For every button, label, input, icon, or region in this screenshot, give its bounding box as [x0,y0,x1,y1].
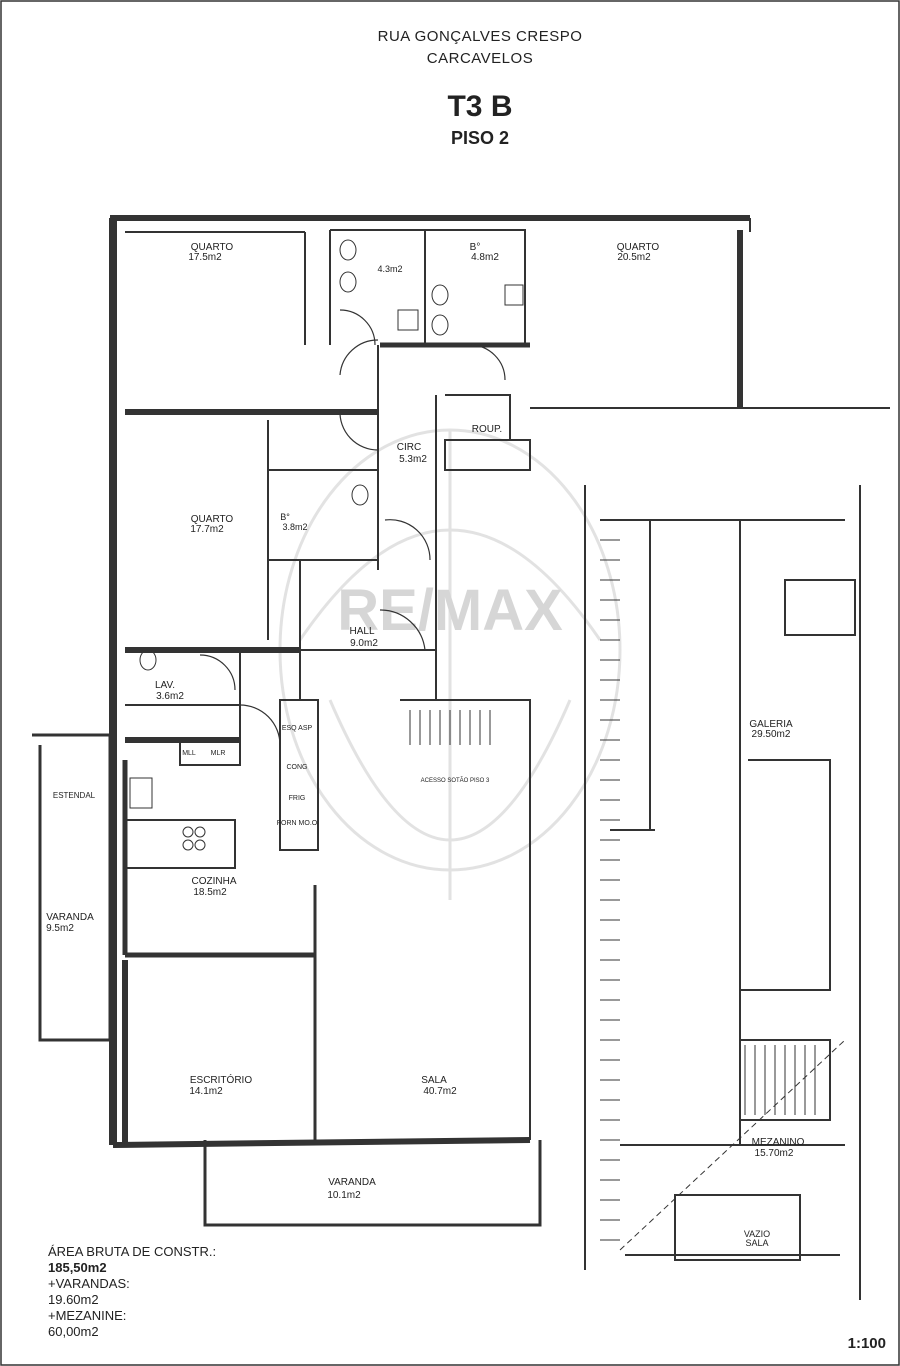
bathroom-fixtures [129,239,524,851]
appliance-frig: FRIG [289,795,306,802]
room-escritorio-name: ESCRITÓRIO [190,1073,252,1086]
appliance-mlr: MLR [211,750,226,757]
room-sala-name: SALA [421,1075,447,1086]
remax-watermark: RE/MAX [278,428,622,900]
room-varanda-2-area: 10.1m2 [327,1190,361,1201]
room-varanda-1-name: VARANDA [46,912,94,923]
room-quarto-1-area: 17.5m2 [188,252,222,263]
room-circ-area: 5.3m2 [399,454,427,465]
room-cozinha-name: COZINHA [192,876,237,887]
room-mezanino-area: 15.70m2 [755,1148,794,1159]
mezanine-value: 60,00m2 [48,1324,99,1339]
room-wc-3-name: B° [280,512,290,522]
gross-area-value: 185,50m2 [48,1260,107,1275]
stair-note: ACESSO SOTÃO PISO 3 [421,777,490,784]
apartment-type: T3 B [447,90,513,123]
stair-treads [409,539,816,1241]
mezanine-label: +MEZANINE: [48,1308,127,1323]
varandas-value: 19.60m2 [48,1292,99,1307]
room-vazio-sub: SALA [745,1238,768,1248]
room-galeria-area: 29.50m2 [752,729,791,740]
room-galeria-name: GALERIA [749,719,793,730]
room-varanda-2-name: VARANDA [328,1177,376,1188]
room-quarto-3-name: QUARTO [191,514,234,525]
room-hall-area: 9.0m2 [350,638,378,649]
void-line [619,1039,846,1251]
street-name: RUA GONÇALVES CRESPO [377,28,583,45]
room-estendal-name: ESTENDAL [53,791,96,800]
room-quarto-2-area: 20.5m2 [617,252,651,263]
appliance-mll: MLL [182,750,196,757]
room-wc-3-area: 3.8m2 [282,522,307,532]
room-lav-name: LAV. [155,680,175,691]
room-varanda-1-area: 9.5m2 [46,923,74,934]
room-lav-area: 3.6m2 [156,691,184,702]
appliance-forn: FORN MO.O [277,820,318,827]
appliance-esq-asp: ESQ ASP [282,725,313,732]
scale-label: 1:100 [847,1335,886,1352]
appliance-cong: CONG [287,764,308,771]
varandas-label: +VARANDAS: [48,1276,130,1291]
room-quarto-2-name: QUARTO [617,242,660,253]
room-wc-2-area: 4.8m2 [471,252,499,263]
room-roup-name: ROUP. [472,424,502,435]
room-cozinha-area: 18.5m2 [193,887,227,898]
room-quarto-3-area: 17.7m2 [190,524,224,535]
gross-area-label: ÁREA BRUTA DE CONSTR.: [48,1244,217,1259]
room-quarto-1-name: QUARTO [191,242,234,253]
area-summary: ÁREA BRUTA DE CONSTR.: 185,50m2 +VARANDA… [48,1244,216,1340]
room-mezanino-name: MEZANINO [752,1137,805,1148]
room-wc-1-area: 4.3m2 [377,264,402,274]
room-circ-name: CIRC [397,442,421,453]
floor-label: PISO 2 [450,128,510,148]
door-swings [199,309,506,746]
room-escritorio-area: 14.1m2 [189,1086,223,1097]
room-sala-area: 40.7m2 [423,1086,457,1097]
room-vazio-name: VAZIO [744,1229,770,1239]
city-name: CARCAVELOS [426,50,534,67]
room-wc-2-name: B° [470,242,481,253]
room-hall-name: HALL [349,626,374,637]
watermark-text: RE/MAX [337,578,563,643]
